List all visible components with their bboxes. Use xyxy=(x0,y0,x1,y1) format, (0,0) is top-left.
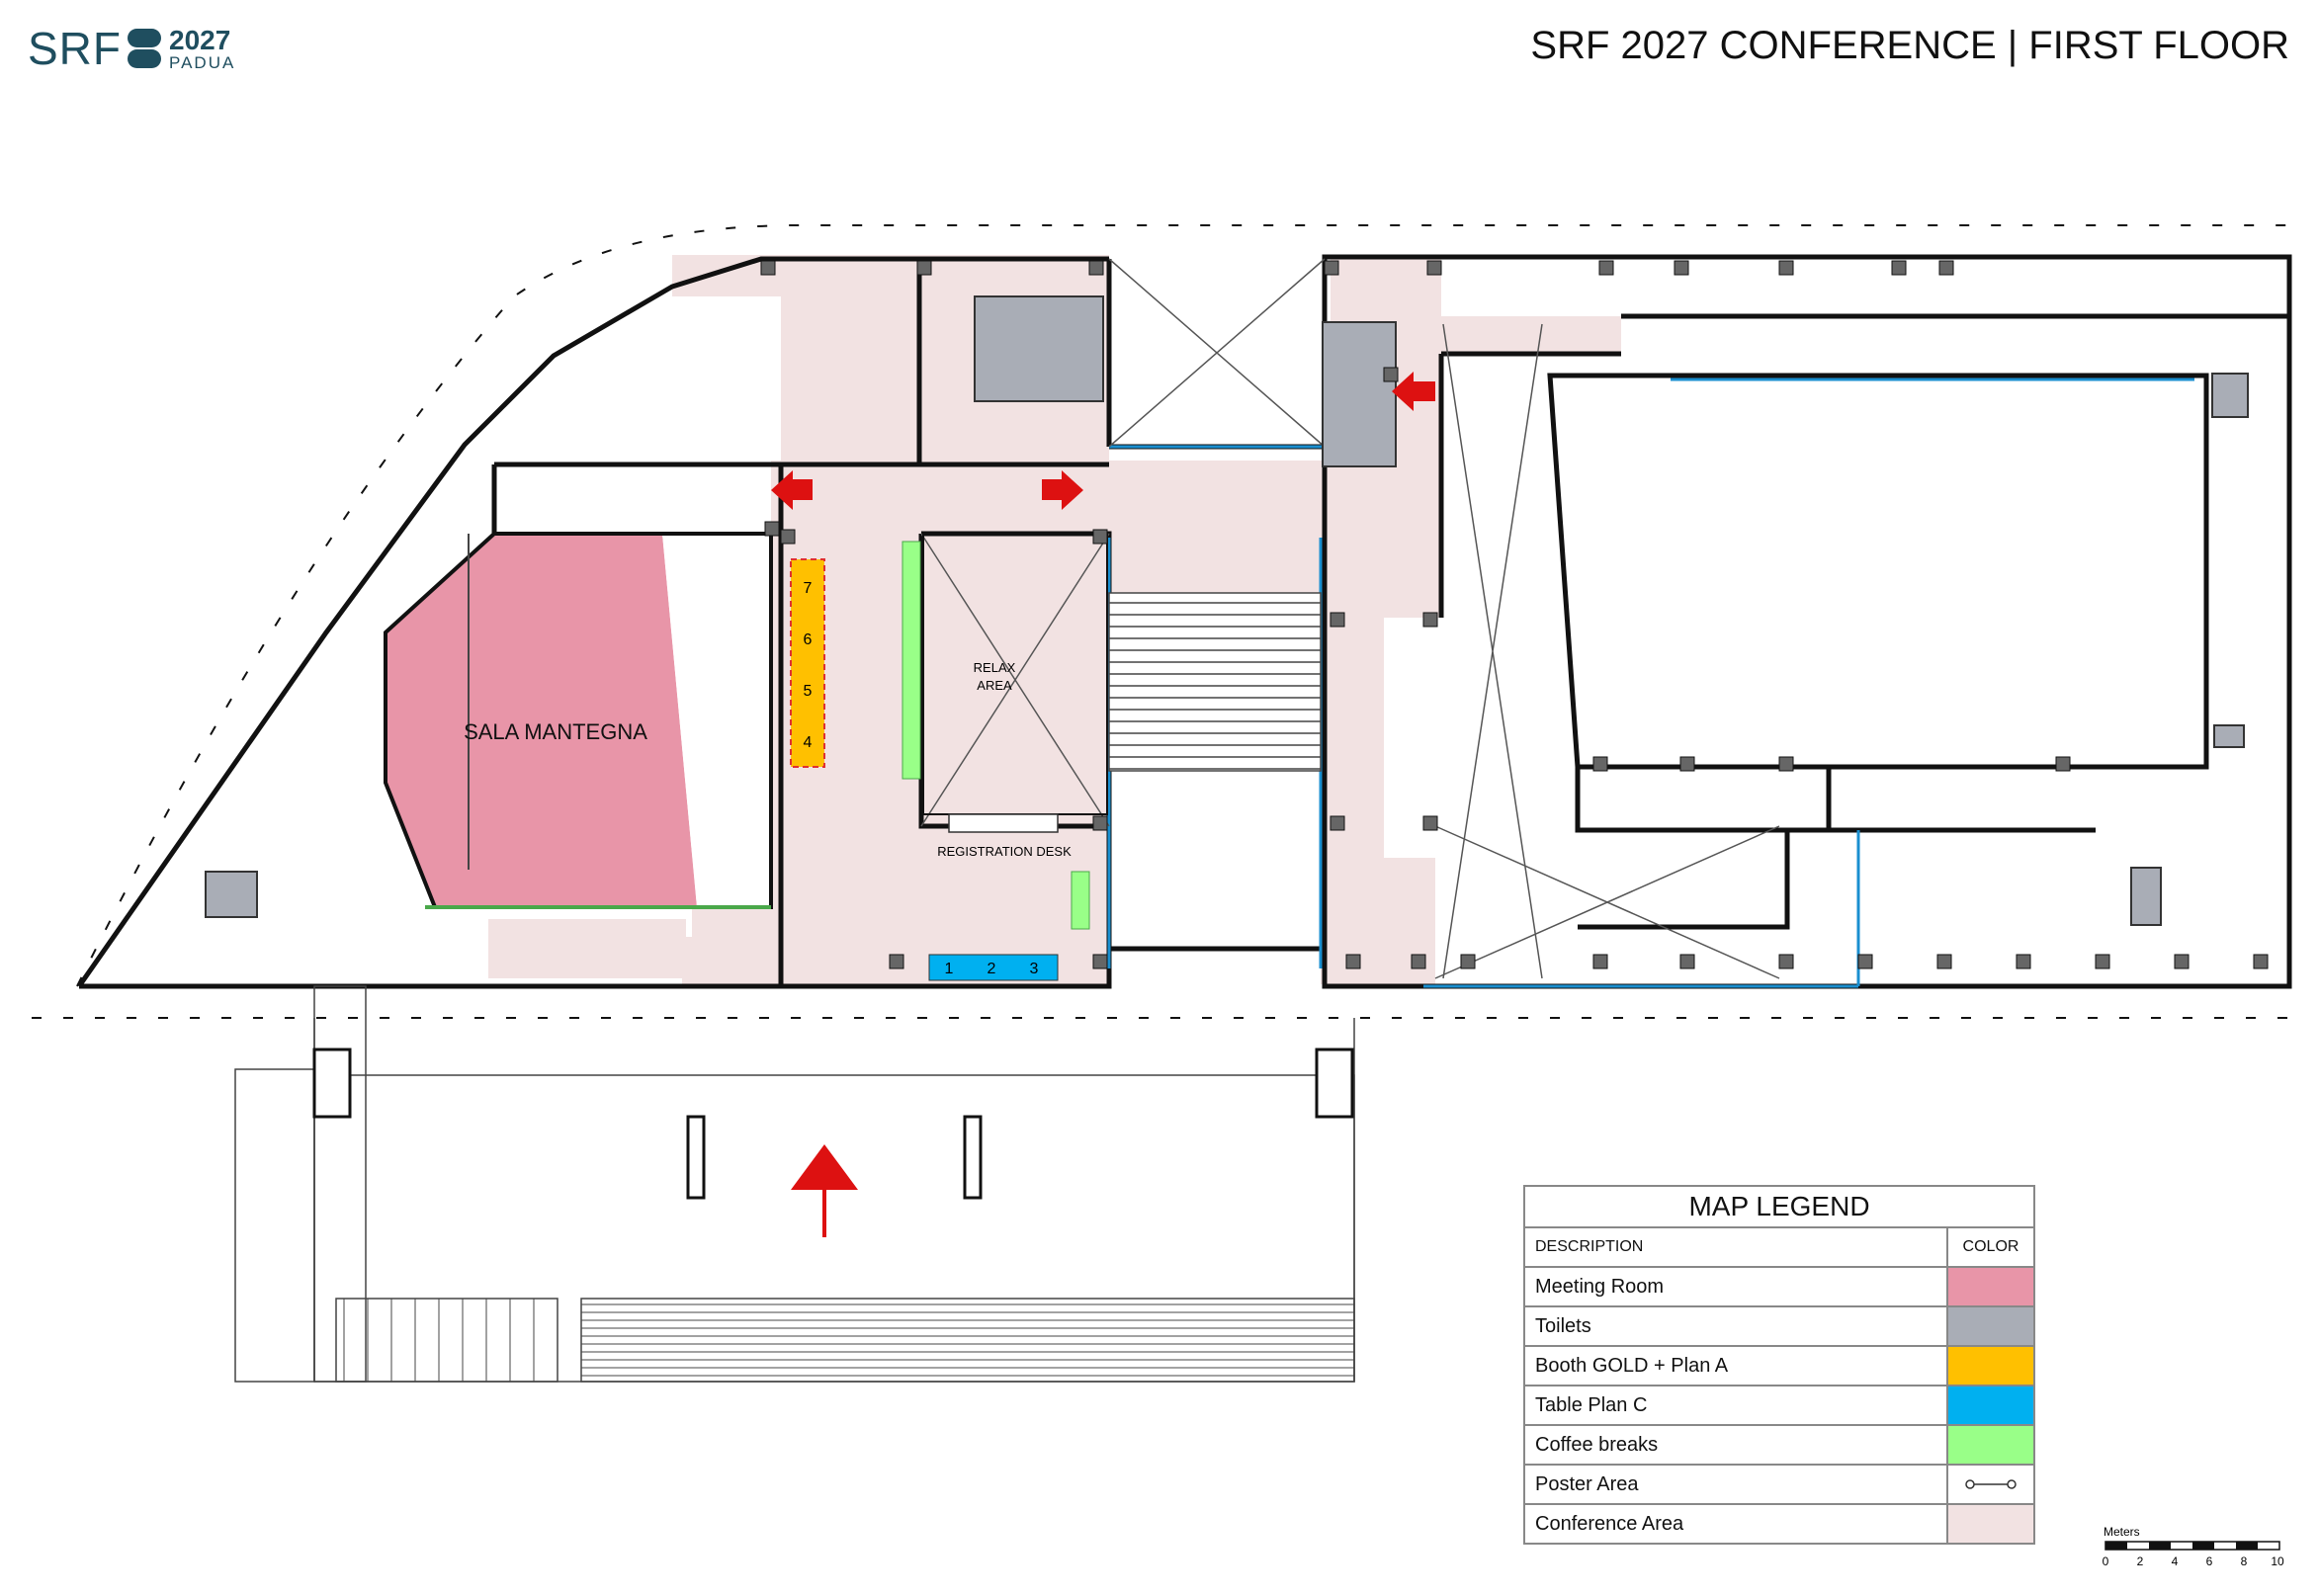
legend-row-table-plan-c: Table Plan C xyxy=(1525,1386,2033,1426)
legend-label: Table Plan C xyxy=(1525,1386,1948,1424)
registration-desk-label: REGISTRATION DESK xyxy=(937,844,1072,859)
relax-area-label-1: RELAX xyxy=(974,660,1016,675)
legend-row-toilets: Toilets xyxy=(1525,1307,2033,1347)
scale-tick-0: 0 xyxy=(2103,1554,2109,1568)
sala-mantegna-label: SALA MANTEGNA xyxy=(464,719,647,744)
legend-row-booth-gold: Booth GOLD + Plan A xyxy=(1525,1347,2033,1386)
legend-swatch xyxy=(1948,1426,2033,1464)
entrance-ramp-steps xyxy=(343,1299,1354,1382)
scale-bar: Meters 0 2 4 6 8 10 xyxy=(2103,1525,2284,1568)
sala-mantegna: SALA MANTEGNA xyxy=(384,532,773,909)
logo-city: PADUA xyxy=(169,52,236,72)
legend-header-row: DESCRIPTION COLOR xyxy=(1525,1228,2033,1268)
legend-swatch xyxy=(1948,1307,2033,1345)
booth-4: 4 xyxy=(804,734,813,751)
relax-area-label-2: AREA xyxy=(977,678,1012,693)
legend-header-color: COLOR xyxy=(1962,1238,2019,1255)
logo-mark-icon xyxy=(128,29,161,68)
legend-row-poster-area: Poster Area xyxy=(1525,1466,2033,1505)
building-walls xyxy=(76,254,2292,989)
legend-row-meeting-room: Meeting Room xyxy=(1525,1268,2033,1307)
legend-label: Poster Area xyxy=(1525,1466,1948,1503)
scale-unit: Meters xyxy=(2104,1525,2140,1539)
logo-year: 2027 xyxy=(169,24,231,55)
relax-area: RELAX AREA REGISTRATION DESK xyxy=(922,533,1108,859)
table-3: 3 xyxy=(1030,961,1039,977)
legend-swatch xyxy=(1948,1505,2033,1543)
arrow-left-1 xyxy=(771,470,813,510)
scale-tick-10: 10 xyxy=(2271,1554,2284,1568)
scale-tick-2: 2 xyxy=(2137,1554,2144,1568)
arrow-up-entrance xyxy=(791,1144,858,1237)
legend-row-conference-area: Conference Area xyxy=(1525,1505,2033,1543)
table-plan-c: 1 2 3 xyxy=(928,954,1059,981)
logo-brand: SRF xyxy=(28,23,122,74)
scale-tick-8: 8 xyxy=(2241,1554,2248,1568)
grand-staircase xyxy=(1108,592,1322,772)
void-areas xyxy=(920,258,1780,979)
legend-label: Coffee breaks xyxy=(1525,1426,1948,1464)
legend-swatch xyxy=(1948,1268,2033,1305)
legend-swatch xyxy=(1948,1386,2033,1424)
booth-gold: 7 6 5 4 xyxy=(790,558,825,768)
legend-label: Booth GOLD + Plan A xyxy=(1525,1347,1948,1385)
scale-tick-4: 4 xyxy=(2172,1554,2179,1568)
table-2: 2 xyxy=(988,961,996,977)
direction-arrows xyxy=(771,372,1435,1237)
srf-logo: SRF 2027 PADUA xyxy=(28,22,235,75)
toilets xyxy=(205,295,2249,926)
facade-outline xyxy=(32,224,2291,1019)
legend-label: Meeting Room xyxy=(1525,1268,1948,1305)
arrow-left-2 xyxy=(1392,372,1435,411)
table-1: 1 xyxy=(945,961,954,977)
legend-title: MAP LEGEND xyxy=(1525,1187,2033,1228)
booth-5: 5 xyxy=(804,683,813,700)
arrow-right-1 xyxy=(1042,470,1083,510)
logo-event: 2027 PADUA xyxy=(169,24,236,72)
booth-7: 7 xyxy=(804,580,813,597)
structural-columns xyxy=(760,260,2269,969)
coffee-break-areas xyxy=(902,541,1090,930)
poster-line-icon xyxy=(1948,1466,2033,1503)
legend-label: Toilets xyxy=(1525,1307,1948,1345)
map-legend: MAP LEGEND DESCRIPTION COLOR Meeting Roo… xyxy=(1523,1185,2035,1545)
legend-row-coffee-breaks: Coffee breaks xyxy=(1525,1426,2033,1466)
legend-header-description: DESCRIPTION xyxy=(1525,1228,1948,1266)
entrance-ramp xyxy=(234,985,1355,1383)
scale-tick-6: 6 xyxy=(2206,1554,2213,1568)
page-title: SRF 2027 CONFERENCE | FIRST FLOOR xyxy=(1530,24,2289,67)
booth-6: 6 xyxy=(804,631,813,648)
legend-label: Conference Area xyxy=(1525,1505,1948,1543)
entrance-columns xyxy=(312,1048,1354,1200)
legend-swatch xyxy=(1948,1347,2033,1385)
